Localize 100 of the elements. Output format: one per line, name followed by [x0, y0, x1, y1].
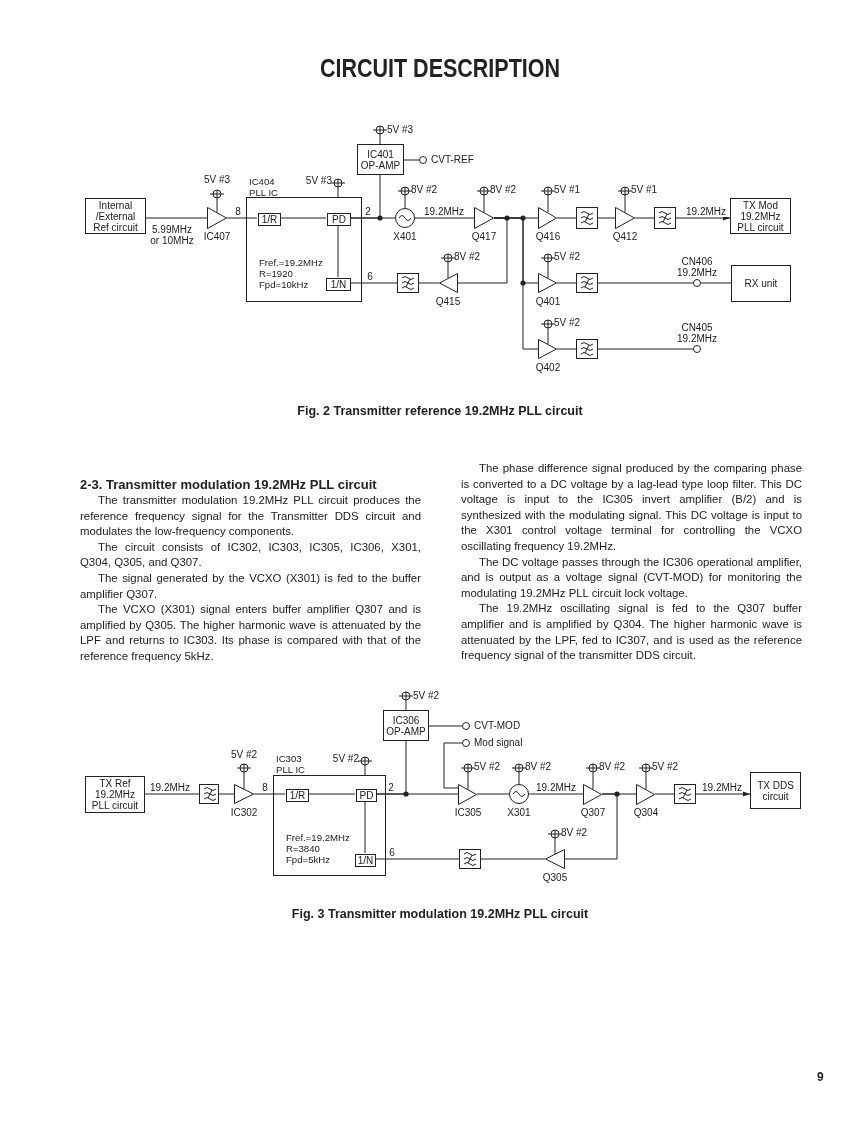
parameter-text: Fref.=19.2MHz R=1920 Fpd=10kHz [259, 257, 324, 290]
edge-label: 19.2MHz [701, 782, 743, 793]
supply-voltage-label: 5V #1 [631, 184, 658, 195]
low-pass-filter-box [397, 273, 419, 293]
body-paragraph: The circuit consists of IC302, IC303, IC305, IC306, X301, Q304, Q305, and Q307. [80, 539, 421, 571]
edge-label: 2 [364, 206, 372, 217]
connector-line [480, 858, 546, 860]
supply-voltage-label: 5V #2 [554, 317, 581, 328]
chip-label: IC404 PLL IC [249, 176, 279, 198]
connector-line [654, 793, 675, 795]
block-label: 1/R [260, 214, 279, 225]
supply-voltage-label: 5V #2 [652, 761, 679, 772]
block-label: IC401 OP-AMP [359, 148, 402, 171]
body-paragraph: The signal generated by the VCXO (X301) is fed to the buffer amplifier Q307. [80, 570, 421, 602]
connector-line [493, 217, 539, 350]
connector-line [597, 282, 694, 284]
phase-detector-block [327, 213, 351, 226]
connector-line [443, 742, 463, 789]
body-paragraph: The 19.2MHz oscillating signal is fed to the Q307 buffer amplifier and is amplified by Q304. The higher harmonic wave is attenuated by the LPF, fed to IC307, and is used as the reference frequency signal of the transmitter DDS circuit. [461, 601, 802, 664]
edge-label: 19.2MHz [423, 206, 465, 217]
connector-line [418, 282, 440, 284]
connector-line [556, 282, 577, 284]
supply-voltage-label: 5V #2 [230, 749, 258, 760]
part-label: Q307 [580, 807, 606, 818]
connector-line [349, 282, 398, 284]
figure-caption: Fig. 2 Transmitter reference 19.2MHz PLL circuit [297, 404, 583, 418]
part-label: Q417 [471, 231, 497, 242]
part-label: X301 [507, 807, 531, 818]
connector-line [414, 217, 475, 219]
connector-line [528, 793, 584, 795]
block-label: 1/N [329, 279, 348, 290]
supply-voltage-label: 5V #1 [554, 184, 581, 195]
block-label: 1/N [356, 855, 375, 866]
block-label: TX DDS circuit [756, 779, 795, 802]
connector-line [476, 793, 510, 795]
part-label: Q304 [633, 807, 659, 818]
low-pass-filter-box [576, 207, 598, 229]
edge-label: 19.2MHz [685, 206, 727, 217]
edge-label: 6 [388, 847, 396, 858]
circuit-block [731, 265, 791, 302]
page-title: CIRCUIT DESCRIPTION [319, 54, 561, 83]
edge-label: 8 [261, 782, 269, 793]
page-number: 9 [817, 1070, 824, 1084]
section-heading: 2-3. Transmitter modulation 19.2MHz PLL circuit [80, 477, 378, 493]
supply-voltage-label: 8V #2 [525, 761, 552, 772]
connector-label: CN405 [681, 322, 713, 333]
frequency-label: 19.2MHz [677, 267, 717, 278]
connector-line [145, 217, 208, 219]
connector-line [700, 282, 732, 284]
connector-label: CN406 [681, 256, 713, 267]
terminal-label: CVT-MOD [474, 720, 521, 731]
body-paragraph: The transmitter modulation 19.2MHz PLL circuit produces the reference frequency signal for the Transmitter DDS circuit and modulates the low-frequency components. [80, 493, 421, 540]
arrow [675, 215, 731, 221]
terminal-label: CVT-REF [431, 154, 474, 165]
part-label: Q416 [535, 231, 561, 242]
connector-line [307, 793, 356, 795]
supply-voltage-label: 8V #2 [454, 251, 481, 262]
supply-voltage-label: 5V #3 [387, 124, 414, 135]
supply-voltage-label: 5V #2 [474, 761, 501, 772]
figure-caption: Fig. 3 Transmitter modulation 19.2MHz PLL circuit [291, 907, 589, 921]
connector-line [253, 793, 286, 795]
part-label: Q402 [535, 362, 561, 373]
block-label: TX Ref 19.2MHz PLL circuit [90, 778, 140, 811]
supply-voltage-label: 8V #2 [411, 184, 438, 195]
connector-line [634, 217, 655, 219]
part-label: Q412 [612, 231, 638, 242]
chip-label: IC303 PLL IC [276, 753, 306, 775]
edge-label: 8 [234, 206, 242, 217]
connector-line [364, 800, 366, 854]
circuit-block [730, 198, 791, 234]
connector-line [597, 348, 694, 350]
connector-line [556, 348, 577, 350]
block-label: PD [358, 790, 375, 801]
supply-voltage-label: 5V #2 [413, 690, 440, 701]
parameter-text: Fref.=19.2MHz R=3840 Fpd=5kHz [286, 832, 351, 865]
edge-label: 5.99MHz or 10MHz [149, 224, 195, 246]
connector-line [556, 217, 577, 219]
low-pass-filter-box [459, 849, 481, 869]
connector-line [218, 793, 235, 795]
connector-line [337, 224, 339, 278]
block-label: RX unit [743, 278, 779, 289]
part-label: IC302 [230, 807, 258, 818]
connector-line [428, 725, 463, 727]
block-label: IC306 OP-AMP [385, 714, 427, 737]
part-label: IC407 [203, 231, 231, 242]
edge-label: 19.2MHz [535, 782, 577, 793]
edge-label: 2 [387, 782, 395, 793]
part-label: Q415 [435, 296, 461, 307]
arrow [695, 791, 751, 797]
body-paragraph: The phase difference signal produced by the comparing phase is converted to a DC voltage by a lag-lead type loop filter. This DC voltage is input to the IC305 invert amplifier (B/2) and is synthesized with the modulating signal. This DC voltage is input to the X301 control voltage terminal for controlling the VCXO oscillating frequency 19.2MHz. [461, 461, 802, 554]
connector-line [226, 217, 258, 219]
body-paragraph: The VCXO (X301) signal enters buffer amplifier Q307 and is amplified by Q305. The higher harmonic wave is attenuated by the LPF and returns to IC303. Its phase is compared with that of the reference frequency 5kHz. [80, 602, 421, 664]
connector-line [403, 159, 420, 161]
supply-voltage-label: 8V #2 [561, 827, 588, 838]
part-label: Q305 [542, 872, 568, 883]
low-pass-filter-box [654, 207, 676, 229]
connector-line [374, 858, 460, 860]
block-label: 1/R [288, 790, 307, 801]
frequency-label: 19.2MHz [677, 333, 717, 344]
connector-line [144, 793, 200, 795]
